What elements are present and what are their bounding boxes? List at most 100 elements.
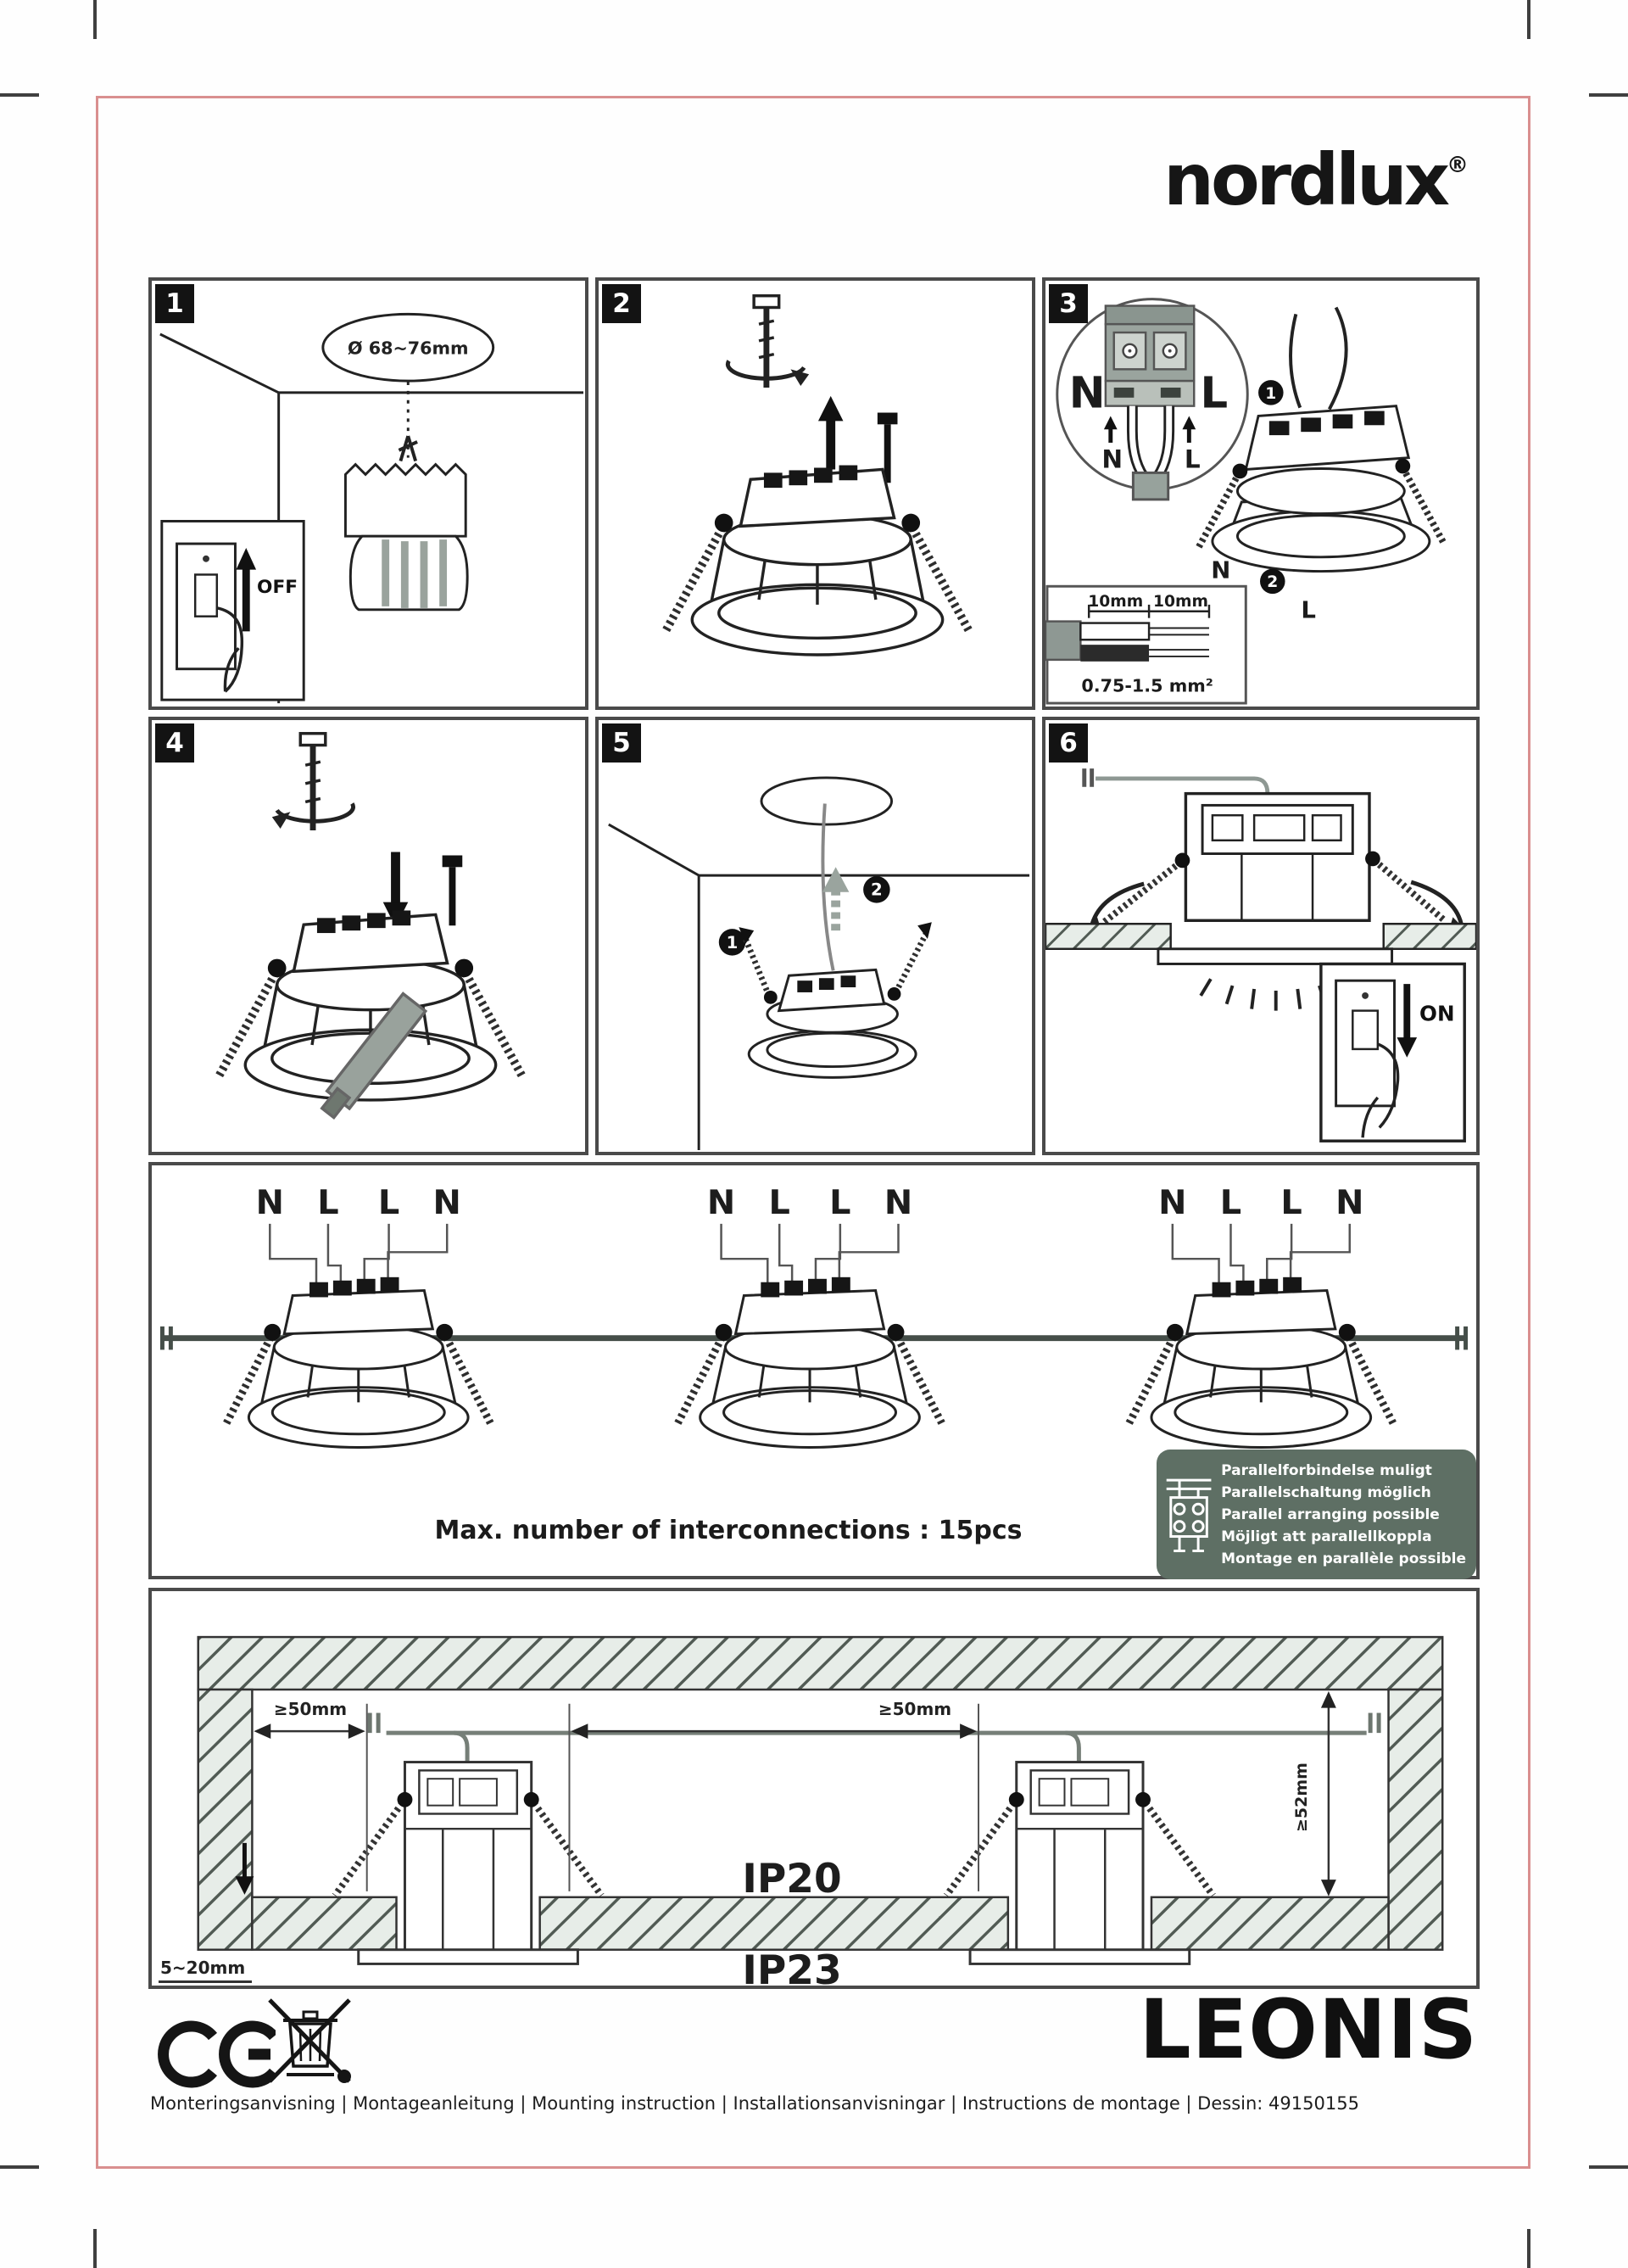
spring-clip xyxy=(743,937,772,997)
ip23-rating-label: IP23 xyxy=(742,1947,842,1994)
switch-on-label: ON xyxy=(1419,1001,1455,1025)
step1-drawing-hole-cutting: OFF Ø 68~76mm xyxy=(159,312,584,704)
screw-icon xyxy=(298,732,327,747)
cable-connector-tick xyxy=(376,1712,381,1734)
mains-wire xyxy=(1289,313,1302,409)
wire-l-label: L xyxy=(1185,444,1201,473)
note-line-da: Parallelforbindelse muligt xyxy=(1221,1461,1432,1479)
step-panel-2: 2 xyxy=(595,277,1035,710)
switch-off-label: OFF xyxy=(257,577,298,598)
ceiling-section xyxy=(1045,922,1172,950)
label-n: N xyxy=(707,1183,735,1222)
step-number-badge: 5 xyxy=(602,723,641,763)
ceiling-section xyxy=(197,1635,1444,1691)
ceiling-section xyxy=(1382,922,1476,950)
svg-text:2: 2 xyxy=(1267,573,1278,591)
step-number-badge: 3 xyxy=(1049,284,1088,323)
spring-clip xyxy=(943,1801,1018,1898)
drill-bit-icon xyxy=(398,435,418,462)
light-switch-plate xyxy=(1335,979,1396,1108)
downlight-fixture xyxy=(661,465,973,656)
spring-clip xyxy=(1399,466,1448,546)
step-number-badge: 4 xyxy=(155,723,194,763)
step2-drawing-open-fixture xyxy=(661,293,973,656)
terminal-housing xyxy=(777,968,886,1013)
wire-insulated xyxy=(1080,645,1150,662)
step-panel-5: 5 2 1 xyxy=(595,717,1035,1155)
center-clearance-label: ≥50mm xyxy=(878,1699,952,1719)
crop-mark xyxy=(93,2229,97,2268)
parallel-connection-icon xyxy=(1166,1478,1212,1552)
strip-length-label: 10mm xyxy=(1153,593,1208,611)
downlight-fixture xyxy=(1128,1277,1394,1448)
step-bullet-2 xyxy=(863,876,890,903)
max-interconnections-caption: Max. number of interconnections : 15pcs xyxy=(434,1516,1023,1545)
snap-arrow-icon xyxy=(1090,881,1145,925)
page-border xyxy=(96,96,1530,2169)
wire-insulated xyxy=(1079,622,1151,641)
terminal-leader-lines xyxy=(269,1223,1352,1288)
label-l: L xyxy=(1220,1183,1241,1222)
spring-clip xyxy=(1142,1801,1216,1898)
screw-icon xyxy=(877,412,898,425)
step-panel-4: 4 xyxy=(148,717,588,1155)
label-l: L xyxy=(769,1183,790,1222)
arrow-up-icon xyxy=(1103,416,1118,430)
room-corner-lines xyxy=(608,823,700,1151)
downlight-fixture xyxy=(226,1277,492,1448)
cable-connector-tick xyxy=(1082,768,1087,787)
side-clearance-label: ≥50mm xyxy=(273,1699,348,1719)
label-l: L xyxy=(1280,1183,1302,1222)
recess-depth-label: ≥52mm xyxy=(1292,1762,1311,1832)
installation-section-drawing xyxy=(197,1635,1444,1965)
step-panel-6: 6 xyxy=(1042,717,1480,1155)
brand-name: nordlux xyxy=(1163,138,1450,221)
step-bullet-2 xyxy=(1260,568,1285,595)
ceiling-thickness-label: 5~20mm xyxy=(159,1956,253,1983)
downlight-fixture xyxy=(677,1277,943,1448)
svg-text:1: 1 xyxy=(727,933,739,952)
downlight-fixture xyxy=(739,922,932,1079)
step-panel-1: 1 OFF Ø 68~76mm xyxy=(148,277,588,710)
svg-text:1: 1 xyxy=(1265,385,1276,403)
step-bullet-1 xyxy=(718,929,746,956)
label-l: L xyxy=(317,1183,338,1222)
terminal-n-label: N xyxy=(1069,368,1106,419)
hand-icon xyxy=(216,606,244,693)
interconnection-drawing: N L L N N L L N N L L N xyxy=(159,1183,1469,1576)
wall-section xyxy=(197,1688,254,1951)
strip-length-label: 10mm xyxy=(1088,593,1143,611)
interconnection-panel: N L L N N L L N N L L N Max. number of i… xyxy=(148,1162,1480,1579)
spring-clip xyxy=(531,1801,605,1898)
cable-jacket xyxy=(1045,620,1082,662)
step-number-badge: 6 xyxy=(1049,723,1088,763)
crop-mark xyxy=(1589,93,1628,97)
label-n: N xyxy=(884,1183,912,1222)
fixture-l-label: L xyxy=(1301,597,1316,624)
hole-saw-body xyxy=(348,534,469,612)
step-bullet-1 xyxy=(1258,380,1284,405)
hole-saw-teeth xyxy=(343,462,467,538)
mains-cable xyxy=(821,803,835,971)
screwdriver-icon xyxy=(320,992,428,1120)
label-l: L xyxy=(378,1183,399,1222)
wire-strip-inset: 10mm 10mm 0.75-1.5 mm² xyxy=(1045,584,1247,705)
arrow-up-icon xyxy=(1182,416,1196,430)
step3-drawing-wiring: N L N L 1 N xyxy=(1045,298,1448,705)
wall-section xyxy=(1387,1688,1444,1951)
label-l: L xyxy=(829,1183,850,1222)
wire-gauge-label: 0.75-1.5 mm² xyxy=(1081,675,1213,695)
hole-diameter-callout xyxy=(321,312,495,383)
light-switch-plate xyxy=(176,542,237,671)
wire-n-label: N xyxy=(1101,444,1123,473)
label-n: N xyxy=(433,1183,461,1222)
crop-mark xyxy=(0,2165,39,2169)
screw-icon xyxy=(442,855,463,868)
step5-drawing-insert-fixture: 2 1 xyxy=(608,776,1030,1151)
installation-section-panel: ≥50mm ≥50mm ≥52mm 5~20mm IP20 IP23 xyxy=(148,1588,1480,1994)
ceiling-section xyxy=(251,1896,398,1951)
note-line-de: Parallelschaltung möglich xyxy=(1221,1483,1431,1501)
fixture-n-label: N xyxy=(1211,556,1230,584)
parallel-connection-note: Parallelforbindelse muligt Parallelschal… xyxy=(1157,1450,1476,1579)
